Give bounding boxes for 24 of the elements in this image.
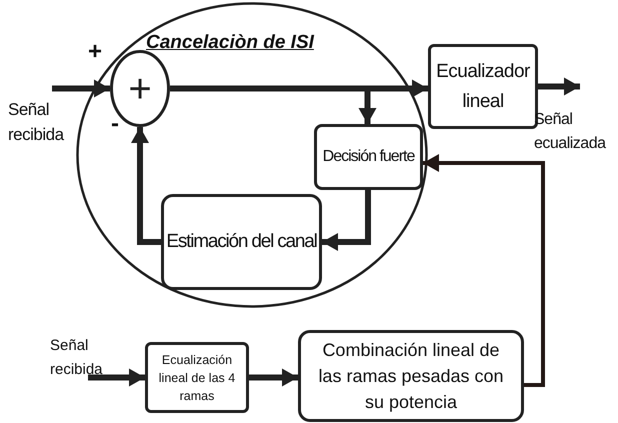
arrow	[538, 78, 580, 96]
summer-circle	[110, 50, 170, 127]
node-text: Estimación del canal	[166, 230, 317, 254]
node-text: Señal recibida	[8, 100, 64, 144]
arrow	[131, 127, 161, 245]
node-text: Decisión fuerte	[322, 147, 414, 167]
node-text: Ecualización lineal de las 4 ramas	[158, 352, 236, 404]
sign-label: -	[111, 112, 119, 136]
group-title: Cancelaciòn de ISI	[146, 32, 314, 53]
node-text: Señal recibida	[50, 337, 103, 378]
process-box	[161, 194, 322, 290]
plus-sign: +	[128, 68, 152, 108]
arrow	[52, 80, 110, 98]
node-text: Combinación lineal de las ramas pesadas con su potencia	[317, 339, 505, 414]
node-text: Ecualizador lineal	[435, 60, 531, 114]
arrow	[322, 190, 371, 251]
arrow	[249, 368, 298, 386]
cancellation-ellipse	[76, 2, 428, 308]
arrow	[423, 154, 545, 387]
sign-label: +	[88, 40, 102, 64]
arrow	[88, 368, 145, 386]
process-box	[145, 342, 249, 413]
process-box	[298, 330, 524, 422]
process-box	[314, 124, 423, 190]
